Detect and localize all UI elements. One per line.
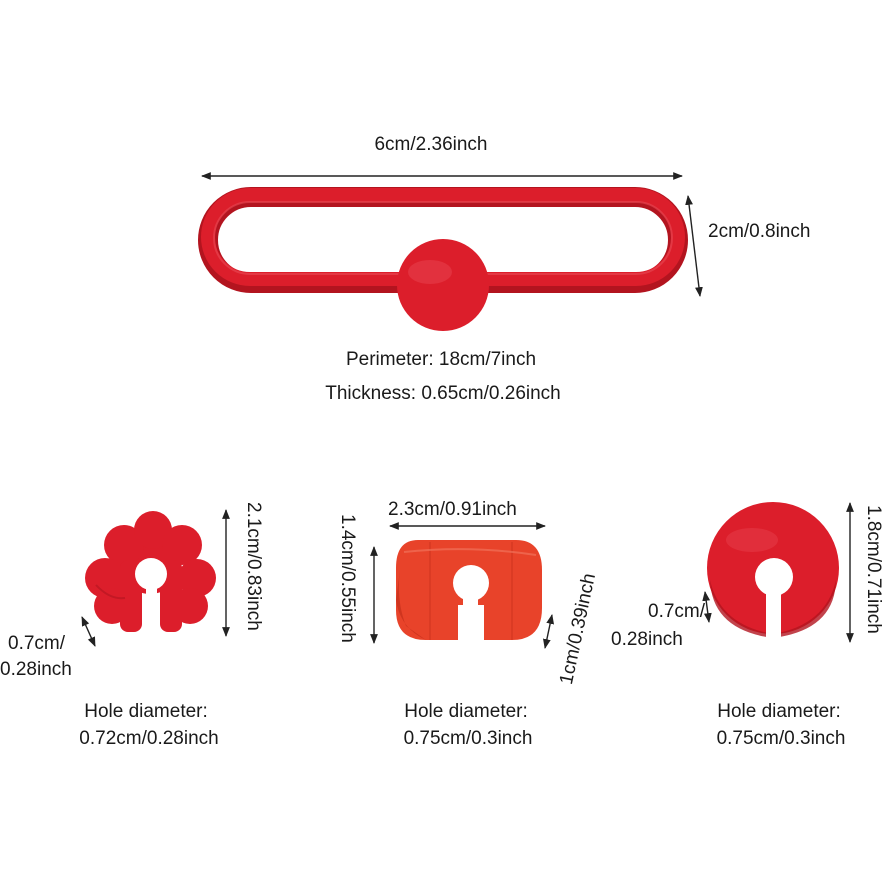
flower-hole-label: Hole diameter: bbox=[84, 701, 208, 722]
oval-hole-value: 0.75cm/0.3inch bbox=[403, 728, 533, 749]
band-height-arrow bbox=[685, 195, 703, 297]
ring-slot-arrow bbox=[702, 591, 712, 623]
flower-slot-arrow bbox=[81, 616, 96, 647]
band-thickness-label: Thickness: 0.65cm/0.26inch bbox=[325, 383, 561, 404]
flower-slot-label-line1: 0.7cm/ bbox=[8, 633, 66, 654]
band-perimeter-label: Perimeter: 18cm/7inch bbox=[345, 349, 537, 370]
ring-hole-label: Hole diameter: bbox=[717, 701, 841, 722]
ring-charm-illustration bbox=[707, 502, 839, 640]
band-width-label: 6cm/2.36inch bbox=[374, 134, 488, 155]
flower-charm-illustration bbox=[85, 511, 216, 634]
oval-thickness-arrow bbox=[542, 614, 555, 649]
ring-height-label: 1.8cm/0.71inch bbox=[863, 505, 884, 634]
ring-slot-label-line1: 0.7cm/ bbox=[648, 601, 706, 622]
oval-height-label: 1.4cm/0.55inch bbox=[337, 514, 358, 643]
oval-charm-illustration bbox=[396, 540, 542, 642]
ring-hole-value: 0.75cm/0.3inch bbox=[716, 728, 846, 749]
oval-hole-label: Hole diameter: bbox=[404, 701, 528, 722]
flower-height-label: 2.1cm/0.83inch bbox=[243, 502, 264, 631]
flower-hole-value: 0.72cm/0.28inch bbox=[79, 728, 219, 749]
band-center-disc bbox=[397, 239, 489, 331]
oval-width-label: 2.3cm/0.91inch bbox=[388, 499, 517, 520]
flower-slot-label-line2: 0.28inch bbox=[0, 659, 72, 680]
silicone-band-illustration bbox=[198, 187, 688, 331]
ring-slot-label-line2: 0.28inch bbox=[611, 629, 683, 650]
band-height-label: 2cm/0.8inch bbox=[708, 221, 811, 242]
